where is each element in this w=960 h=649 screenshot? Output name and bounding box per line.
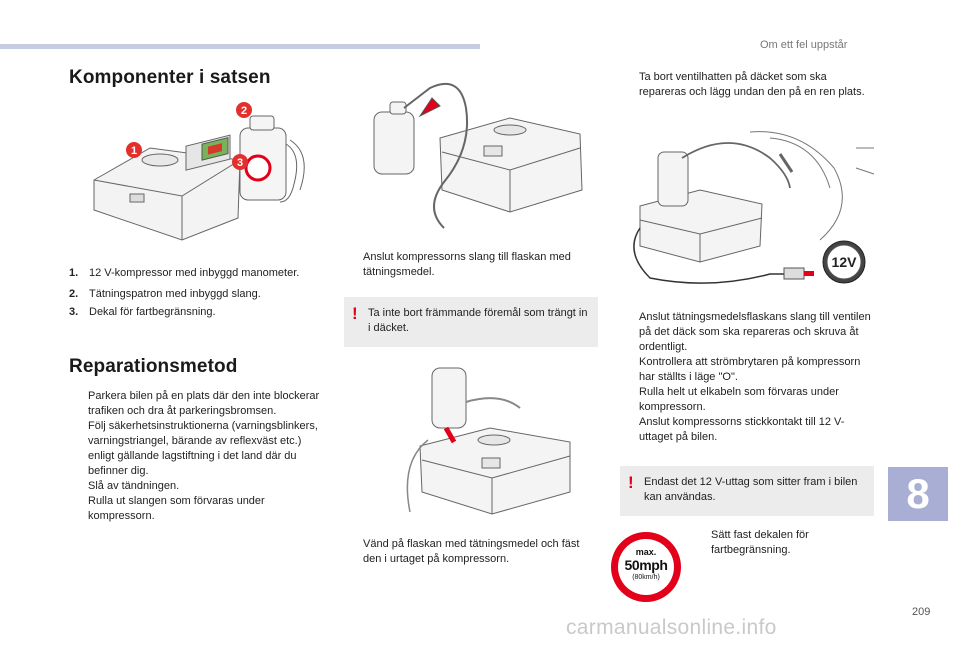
repair-step: Parkera bilen på en plats där den inte b… bbox=[69, 389, 325, 419]
repair-step-text: Parkera bilen på en plats där den inte b… bbox=[88, 390, 320, 417]
repair-step: Slå av tändningen. bbox=[69, 479, 325, 494]
speed-sign-line3: (80km/h) bbox=[632, 574, 660, 581]
header-accent-bar bbox=[0, 44, 480, 49]
component-text: 12 V-kompressor med inbyggd manometer. bbox=[89, 267, 300, 279]
connect-hose-text: Anslut kompressorns slang till flaskan m… bbox=[363, 251, 571, 278]
sticker-step: Sätt fast dekalen för fartbegränsning. bbox=[692, 528, 842, 558]
warning-note-foreign-object: ! Ta inte bort främmande föremål som trä… bbox=[344, 297, 598, 347]
connect-hose-step: Anslut kompressorns slang till flaskan m… bbox=[344, 250, 599, 280]
remove-cap-text: Ta bort ventilhatten på däcket som ska r… bbox=[639, 71, 865, 98]
repair-heading: Reparationsmetod bbox=[69, 356, 238, 377]
warning-note-12v: ! Endast det 12 V-uttag som sitter fram … bbox=[620, 466, 874, 516]
speed-sign-line1: max. bbox=[635, 547, 657, 557]
sticker-step-text: Sätt fast dekalen för fartbegränsning. bbox=[711, 529, 809, 556]
components-heading: Komponenter i satsen bbox=[69, 67, 271, 88]
speed-sign-line2: 50mph bbox=[624, 557, 668, 573]
connect-valve-steps: Anslut tätningsmedelsflaskans slang till… bbox=[620, 310, 875, 445]
component-text: Tätningspatron med inbyggd slang. bbox=[89, 288, 261, 300]
component-item: 1. 12 V-kompressor med inbyggd manometer. bbox=[69, 266, 319, 281]
chapter-tab: 8 bbox=[888, 467, 948, 521]
callout-3-marker bbox=[232, 154, 248, 170]
connect-step-text: Anslut tätningsmedelsflaskans slang till… bbox=[639, 311, 871, 353]
warning-note-text: Ta inte bort främmande föremål som träng… bbox=[368, 307, 588, 334]
component-item: 3. Dekal för fartbegränsning. bbox=[69, 305, 319, 320]
hose-connection-illustration bbox=[373, 83, 583, 229]
chapter-header-title: Om ett fel uppstår bbox=[760, 39, 848, 51]
speed-limit-sticker: max. 50mph (80km/h) bbox=[611, 532, 681, 602]
repair-step: Rulla ut slangen som förvaras under komp… bbox=[69, 494, 325, 524]
connect-step-text: Rulla helt ut elkabeln som förvaras unde… bbox=[639, 386, 839, 413]
repair-step-text: Slå av tändningen. bbox=[88, 480, 180, 492]
flip-bottle-text: Vänd på flaskan med tätningsmedel och fä… bbox=[363, 538, 580, 565]
callout-1-marker bbox=[126, 142, 142, 158]
component-text: Dekal för fartbegränsning. bbox=[89, 306, 216, 318]
callout-1-label: 1 bbox=[131, 145, 137, 157]
remove-cap-step: Ta bort ventilhatten på däcket som ska r… bbox=[620, 70, 875, 100]
component-number: 1. bbox=[69, 267, 79, 279]
page-number: 209 bbox=[912, 606, 931, 618]
sealant-bottle-drawing bbox=[239, 115, 305, 203]
callout-2-marker bbox=[236, 102, 252, 118]
bottle-flip-illustration bbox=[406, 367, 571, 515]
warning-note-text: Endast det 12 V-uttag som sitter fram i … bbox=[644, 476, 858, 503]
kit-components-illustration: 1 2 3 bbox=[93, 102, 305, 241]
warning-icon: ! bbox=[628, 473, 634, 492]
repair-step-text: Följ säkerhetsinstruktionerna (varningsb… bbox=[88, 420, 318, 477]
compressor-drawing bbox=[93, 134, 241, 241]
warning-icon: ! bbox=[352, 304, 358, 323]
watermark: carmanualsonline.info bbox=[566, 616, 777, 639]
repair-step: Följ säkerhetsinstruktionerna (varningsb… bbox=[69, 419, 325, 479]
callout-2-label: 2 bbox=[241, 105, 247, 117]
component-number: 3. bbox=[69, 306, 79, 318]
component-number: 2. bbox=[69, 288, 79, 300]
callout-3-label: 3 bbox=[237, 157, 243, 169]
socket-12v-label: 12V bbox=[832, 254, 858, 270]
components-list: 1. 12 V-kompressor med inbyggd manometer.… bbox=[69, 266, 319, 326]
connect-step-text: Anslut kompressorns stickkontakt till 12… bbox=[639, 416, 845, 443]
tyre-connection-illustration: 12V bbox=[633, 131, 875, 284]
component-item: 2. Tätningspatron med inbyggd slang. bbox=[69, 287, 319, 302]
repair-step-text: Rulla ut slangen som förvaras under komp… bbox=[88, 495, 265, 522]
repair-steps-list: Parkera bilen på en plats där den inte b… bbox=[69, 389, 325, 524]
flip-bottle-step: Vänd på flaskan med tätningsmedel och fä… bbox=[344, 537, 594, 567]
connect-step-text: Kontrollera att strömbrytaren på kompres… bbox=[639, 356, 861, 383]
